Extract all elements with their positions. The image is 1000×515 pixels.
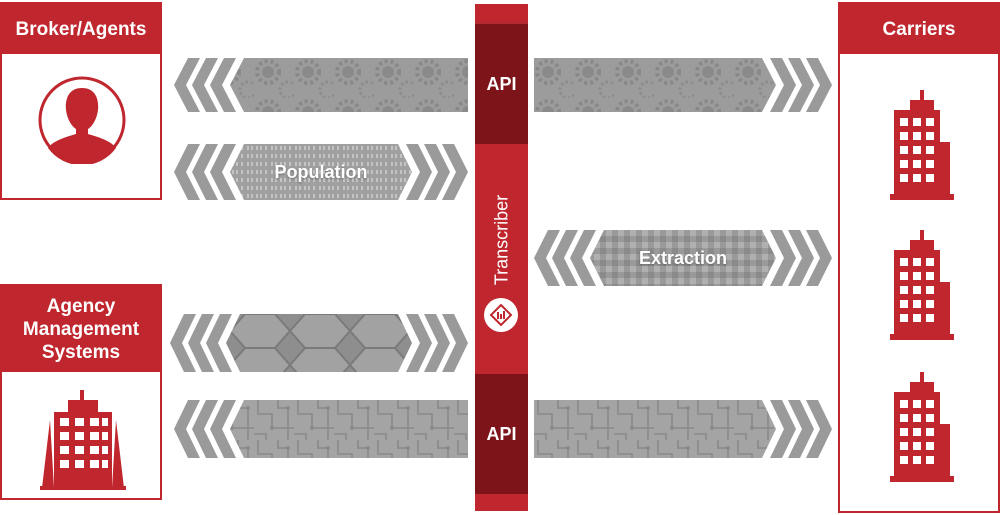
arrow-circuit-left bbox=[174, 400, 468, 458]
bar-cap-bottom bbox=[475, 494, 528, 511]
transcriber-label: Transcriber bbox=[491, 194, 511, 286]
agency-management-box: Agency Management Systems bbox=[0, 284, 162, 500]
carriers-box: Carriers bbox=[838, 2, 1000, 513]
extraction-label: Extraction bbox=[638, 247, 728, 268]
building-icon bbox=[890, 90, 954, 209]
transcriber-bar: API Transcriber API bbox=[475, 4, 528, 511]
arrow-gears-right bbox=[534, 58, 832, 112]
bar-middle bbox=[475, 144, 528, 374]
building-icon bbox=[36, 390, 130, 499]
arrow-population: Population bbox=[174, 144, 468, 200]
agency-title-line1: Agency bbox=[46, 295, 116, 317]
agency-management-title: Agency Management Systems bbox=[2, 286, 160, 372]
arrow-extraction: Extraction bbox=[534, 230, 832, 286]
carriers-title: Carriers bbox=[840, 4, 998, 54]
api-top-label: API bbox=[475, 24, 528, 144]
agency-title-line2: Management bbox=[22, 318, 140, 340]
arrow-circuit-right bbox=[534, 400, 832, 458]
building-icon bbox=[890, 372, 954, 491]
arrow-gears-left bbox=[174, 58, 468, 112]
building-icon bbox=[890, 230, 954, 349]
agency-title-line3: Systems bbox=[41, 341, 121, 363]
person-icon bbox=[38, 76, 126, 169]
broker-agents-box: Broker/Agents bbox=[0, 2, 162, 200]
broker-agents-title: Broker/Agents bbox=[2, 4, 160, 54]
bar-cap-top bbox=[475, 4, 528, 22]
api-bottom-label: API bbox=[475, 374, 528, 494]
arrow-hex-right bbox=[170, 314, 468, 372]
population-label: Population bbox=[274, 161, 368, 182]
transcriber-logo-icon bbox=[484, 298, 518, 332]
